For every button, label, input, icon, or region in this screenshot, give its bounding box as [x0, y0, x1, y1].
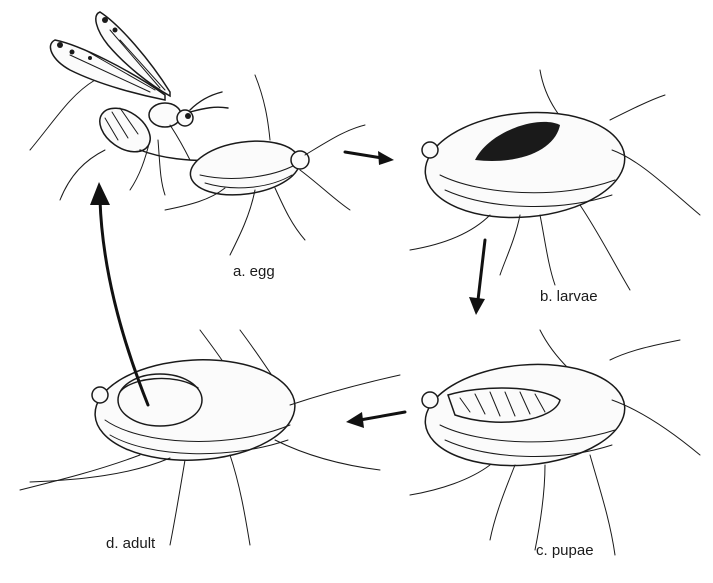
label-pupae: c. pupae: [536, 542, 594, 559]
stage-larvae-illustration: [410, 70, 700, 290]
stage-adult-illustration: [20, 330, 400, 545]
label-larvae: b. larvae: [540, 288, 598, 305]
wasp-wings: [50, 12, 170, 100]
exit-hole: [118, 374, 202, 426]
arrow-larvae-to-pupae: [469, 240, 485, 315]
stage-pupae-illustration: [410, 330, 700, 555]
arrow-egg-to-larvae: [345, 151, 394, 165]
arrow-pupae-to-adult: [346, 412, 405, 428]
stage-egg-illustration: [30, 12, 365, 255]
label-egg: a. egg: [233, 263, 275, 280]
aphid-host-egg: [165, 125, 365, 255]
label-adult: d. adult: [106, 535, 156, 552]
